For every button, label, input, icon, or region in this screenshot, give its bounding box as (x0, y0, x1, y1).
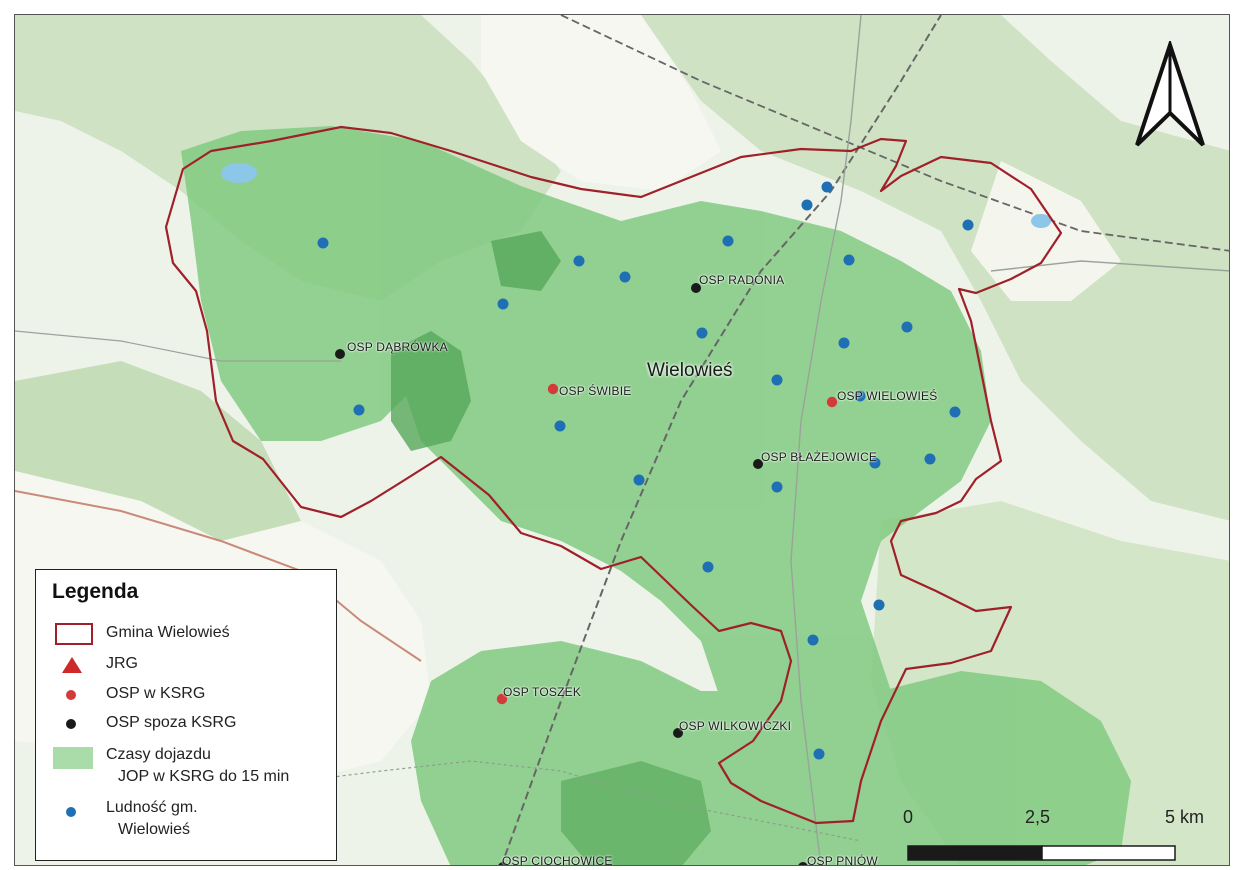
legend: Legenda Gmina Wielowieś JRG OSP w KSRG O… (35, 569, 337, 861)
boundary-swatch-icon (55, 623, 93, 645)
population-point[interactable] (869, 457, 881, 469)
station-label-radonia: OSP RADONIA (699, 273, 785, 287)
blue-dot-icon (66, 807, 76, 817)
population-point[interactable] (807, 634, 819, 646)
population-point[interactable] (949, 406, 961, 418)
population-point[interactable] (821, 181, 833, 193)
population-point[interactable] (497, 298, 509, 310)
scale-label-mid: 2,5 (1025, 807, 1051, 827)
station-point-radonia[interactable] (691, 283, 701, 293)
railway-line (560, 15, 1229, 252)
legend-label-jrg: JRG (106, 655, 138, 672)
triangle-icon (62, 657, 82, 673)
population-points (317, 181, 974, 760)
road (15, 330, 341, 362)
scale-label-end: 5 km (1165, 807, 1205, 827)
station-label-toszek: OSP TOSZEK (503, 685, 582, 699)
black-dot-icon (66, 719, 76, 729)
legend-label-outside: OSP spoza KSRG (106, 714, 237, 731)
dense-forest (491, 231, 561, 291)
station-point-toszek[interactable] (496, 693, 508, 705)
roads (15, 15, 1229, 865)
town-label: Wielowieś (647, 360, 733, 381)
station-label-swibie: OSP ŚWIBIE (559, 384, 632, 398)
red-dot-icon (66, 690, 76, 700)
coverage-swatch-icon (53, 747, 93, 769)
population-point[interactable] (801, 199, 813, 211)
main-road (15, 490, 422, 662)
station-label-ciochowice: OSP CIOCHOWICE (502, 854, 613, 866)
station-point-wielowies[interactable] (826, 396, 838, 408)
population-point[interactable] (873, 599, 885, 611)
station-points (335, 283, 838, 866)
population-point[interactable] (573, 255, 585, 267)
road (790, 15, 862, 865)
population-point[interactable] (702, 561, 714, 573)
population-point[interactable] (854, 390, 866, 402)
dense-forest (391, 331, 471, 451)
legend-label-coverage-2: JOP w KSRG do 15 min (118, 768, 290, 785)
population-point[interactable] (924, 453, 936, 465)
station-point-pniow[interactable] (798, 862, 808, 866)
population-point[interactable] (962, 219, 974, 231)
north-arrow-icon (1135, 41, 1205, 147)
forest-area (641, 15, 1229, 521)
population-point[interactable] (843, 254, 855, 266)
station-point-swibie[interactable] (547, 383, 559, 395)
population-point[interactable] (722, 235, 734, 247)
station-point-wilkowiczki[interactable] (673, 728, 683, 738)
legend-label-population-2: Wielowieś (118, 821, 191, 838)
municipality-boundary (164, 125, 1063, 825)
map-frame: OSP RADONIA OSP DĄBRÓWKA OSP ŚWIBIE OSP … (14, 14, 1230, 866)
population-point[interactable] (771, 481, 783, 493)
field-area (481, 15, 721, 191)
station-label-wielowies: OSP WIELOWIEŚ (837, 389, 938, 403)
station-point-dabrowka[interactable] (335, 349, 345, 359)
scale-bar (907, 845, 1176, 861)
coverage-zone-central (401, 201, 991, 821)
railway-line (500, 15, 942, 865)
population-point[interactable] (633, 474, 645, 486)
station-point-blazejowice[interactable] (753, 459, 763, 469)
station-point-ciochowice[interactable] (498, 862, 508, 866)
population-point[interactable] (771, 374, 783, 386)
station-label-pniow: OSP PNIÓW (807, 854, 878, 866)
legend-label-population-1: Ludność gm. (106, 799, 198, 816)
legend-title: Legenda (52, 580, 139, 603)
legend-label-coverage-1: Czasy dojazdu (106, 746, 211, 763)
field-area (971, 161, 1121, 301)
population-point[interactable] (554, 420, 566, 432)
station-label-dabrowka: OSP DĄBRÓWKA (347, 340, 448, 354)
legend-label-boundary: Gmina Wielowieś (106, 624, 230, 641)
population-point[interactable] (619, 271, 631, 283)
population-point[interactable] (901, 321, 913, 333)
dense-forest (561, 761, 711, 865)
population-point[interactable] (353, 404, 365, 416)
population-point[interactable] (317, 237, 329, 249)
legend-label-ksrg: OSP w KSRG (106, 685, 206, 702)
station-label-wilkowiczki: OSP WILKOWICZKI (679, 719, 792, 733)
road (990, 260, 1229, 272)
population-point[interactable] (838, 337, 850, 349)
station-label-blazejowice: OSP BŁAŻEJOWICE (761, 450, 878, 464)
population-point[interactable] (696, 327, 708, 339)
scale-label-0: 0 (903, 807, 914, 827)
lake (221, 163, 257, 183)
forest-area (15, 361, 301, 561)
road (300, 760, 862, 842)
population-point[interactable] (813, 748, 825, 760)
lake (1031, 214, 1051, 228)
